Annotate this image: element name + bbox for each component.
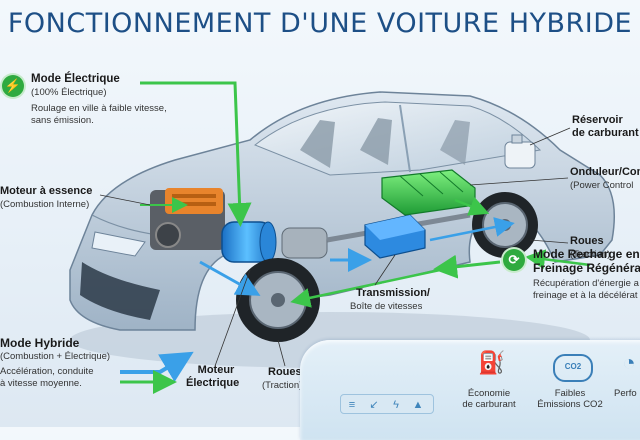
lightning-icon: ⚡ [2, 75, 24, 97]
page-title: FONCTIONNEMENT D'UNE VOITURE HYBRIDE [7, 8, 633, 39]
mini-control-bar: ≡ ↙ ϟ ▲ [340, 394, 434, 414]
bolt-icon[interactable]: ϟ [393, 399, 399, 411]
onduleur-title: Onduleur/Con [570, 166, 640, 178]
roues-rear-title: Roues [570, 235, 604, 247]
up-arrow-icon[interactable]: ▲ [412, 399, 424, 411]
reservoir-line2: de carburant [572, 127, 639, 139]
list-icon[interactable]: ≡ [348, 399, 356, 411]
transmission-title: Transmission/ [356, 287, 430, 299]
feature-2-line1: Faibles [554, 388, 586, 399]
moteur-electrique-line2: Électrique [186, 377, 240, 389]
feature-3-line1: Perfo [614, 388, 637, 399]
mode-electrique-desc2: sans émission. [31, 115, 94, 126]
feature-1-line1: Économie [467, 388, 511, 399]
feature-1-line2: de carburant [462, 399, 516, 410]
co2-cloud-icon: CO2 [553, 354, 593, 382]
inverter-box [364, 214, 426, 259]
roues-rear-subtitle: (Traction) [570, 249, 611, 260]
mode-hybride-desc2: à vitesse moyenne. [0, 378, 82, 389]
roues-front-subtitle: (Traction) [262, 380, 303, 391]
fuel-pump-icon: ⛽ [478, 350, 506, 375]
mode-recharge-line1: Mode Recharge en [533, 247, 640, 261]
mode-hybride-desc1: Accélération, conduite [0, 366, 94, 377]
roues-front-title: Roues [268, 366, 302, 378]
mode-hybride-subtitle: (Combustion + Électrique) [0, 351, 111, 362]
mode-hybride-title: Mode Hybride [0, 336, 80, 350]
moteur-essence-title: Moteur à essence [0, 185, 93, 197]
mode-recharge-desc2: freinage et à la décélérat [533, 290, 638, 301]
electric-motor [221, 221, 277, 263]
mode-recharge-desc1: Récupération d'énergie a [533, 278, 639, 289]
transmission-subtitle: Boîte de vitesses [350, 301, 423, 312]
recycle-icon: ⟳ [503, 249, 525, 271]
mode-electrique-title: Mode Électrique [31, 73, 120, 85]
gasoline-engine [150, 188, 225, 250]
mode-electrique-subtitle: (100% Électrique) [31, 87, 107, 98]
front-wheel [236, 258, 320, 342]
arrow-diag-icon[interactable]: ↙ [369, 399, 379, 411]
moteur-electrique-line1: Moteur [197, 364, 235, 376]
feature-2-line2: Émissions CO2 [537, 399, 603, 410]
mode-electrique-desc1: Roulage en ville à faible vitesse, [31, 103, 167, 114]
mode-recharge-line2: Freinage Régénéra [533, 261, 640, 275]
moteur-essence-subtitle: (Combustion Interne) [0, 199, 90, 210]
gauge-icon: ◔ [622, 350, 636, 375]
reservoir-line1: Réservoir [572, 114, 623, 126]
onduleur-subtitle: (Power Control [570, 180, 634, 191]
